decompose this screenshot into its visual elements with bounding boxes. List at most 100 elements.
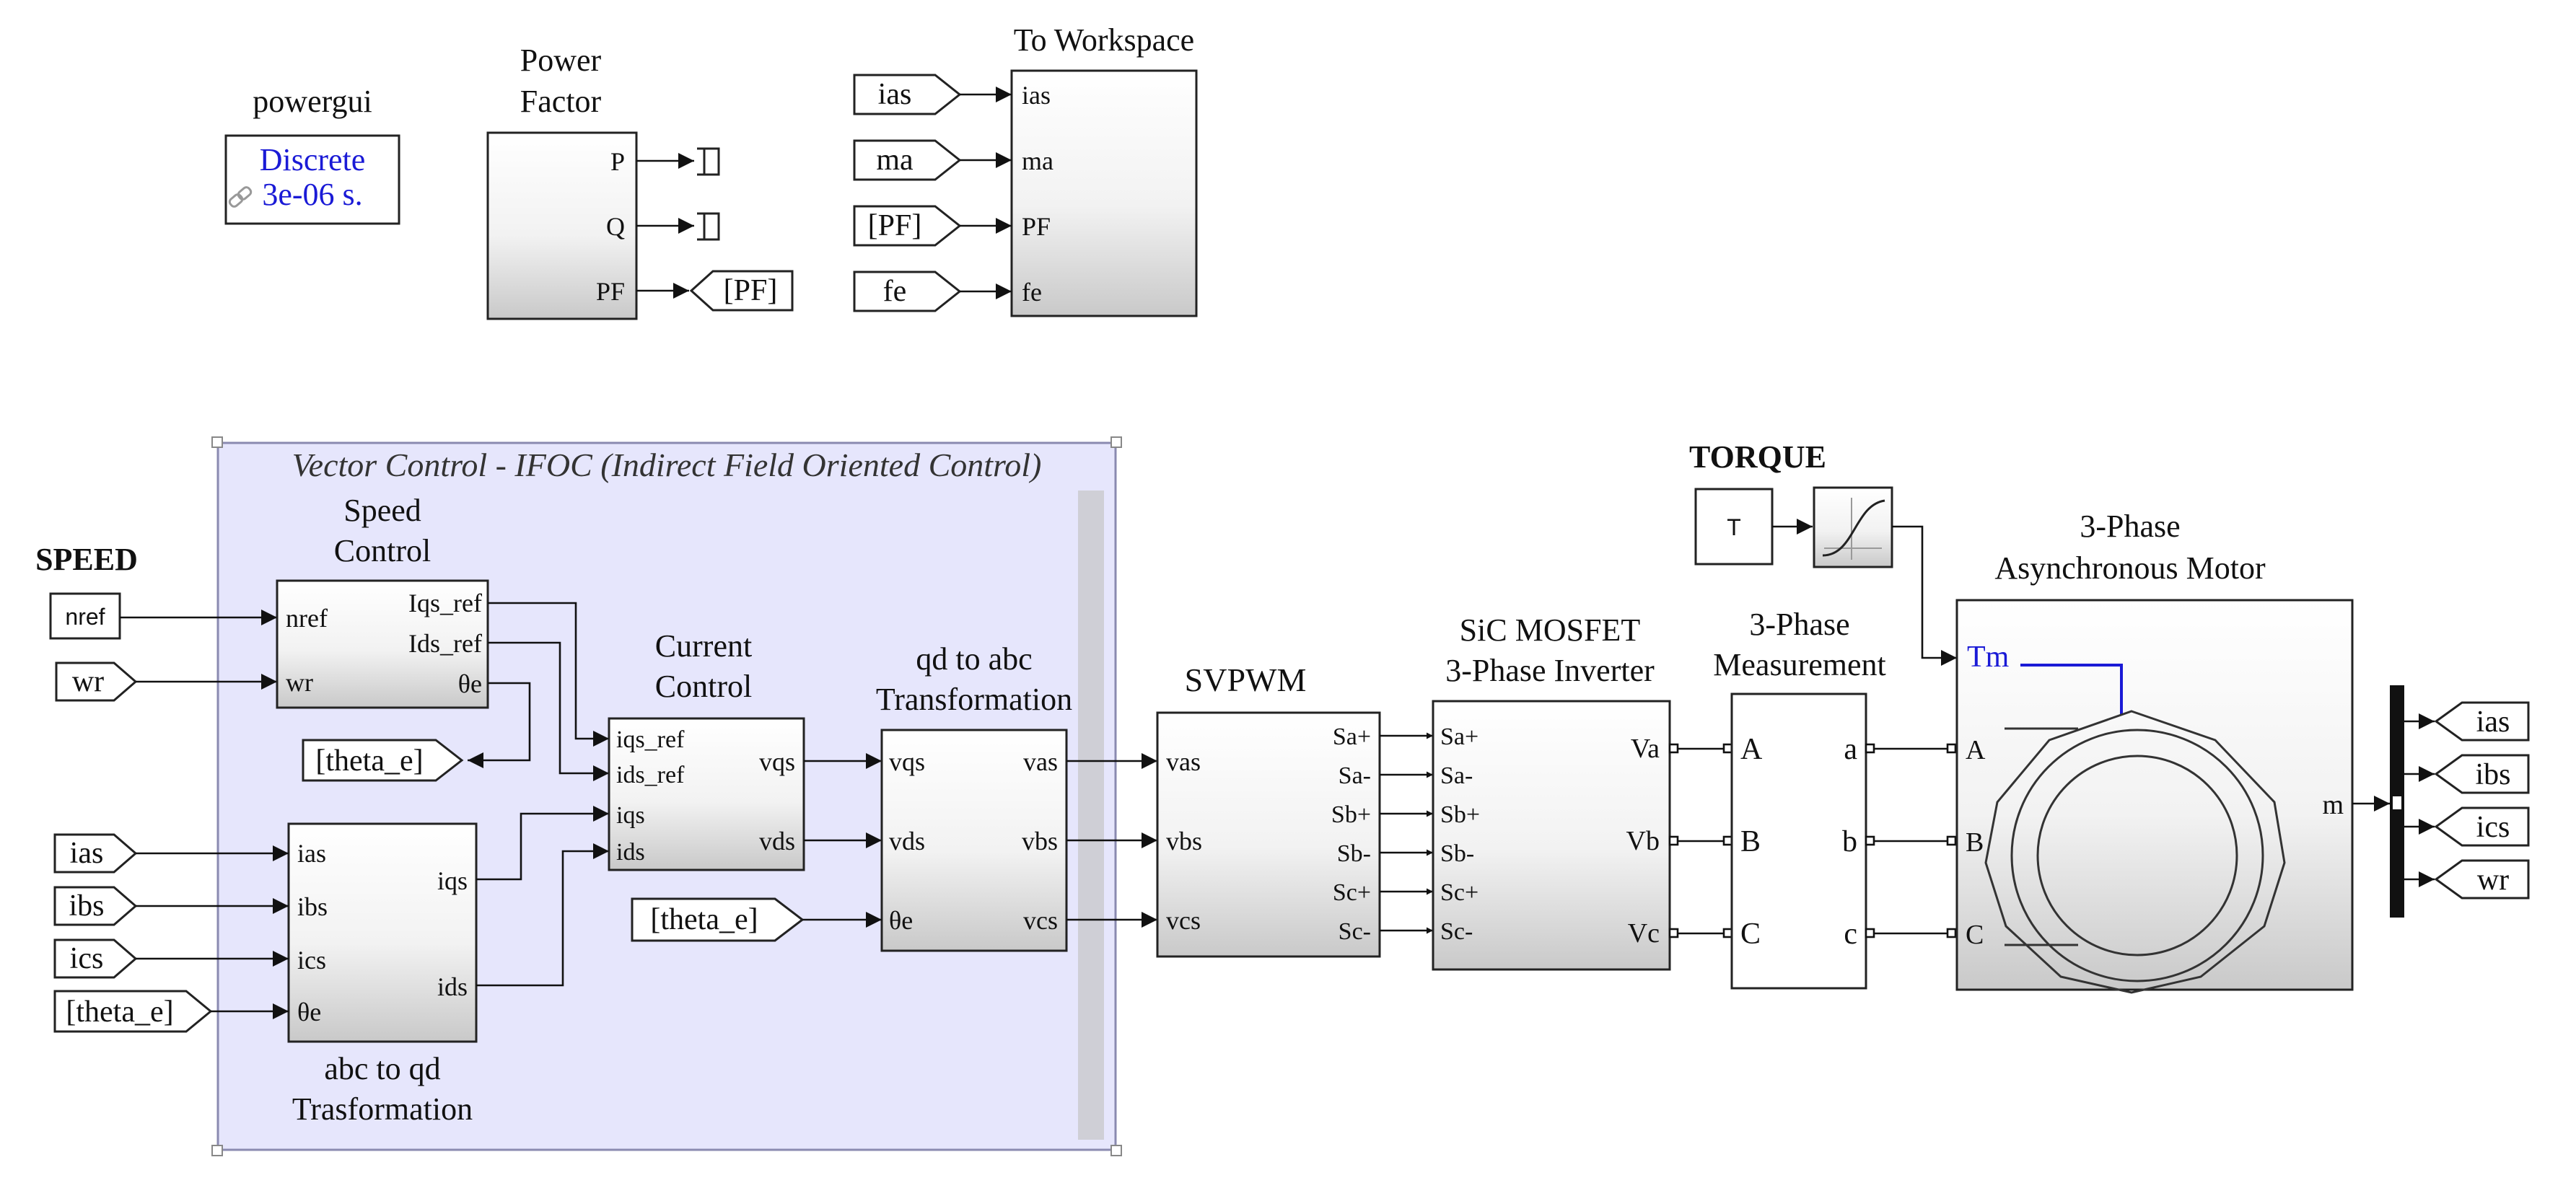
from-wr-speed[interactable]: wr [55,661,277,702]
power-factor-title-1: Power [520,43,602,78]
to-workspace-block[interactable]: To Workspace ias ma PF fe [1010,22,1198,317]
from-ias-tw-label: ias [878,78,912,111]
abcqd-in-theta: θe [297,998,321,1026]
bus-selector[interactable] [2390,685,2404,918]
terminator-p [636,147,720,176]
abcqd-in-ias: ias [297,839,326,868]
sc-in-wr: wr [286,668,313,697]
goto-ibs-label: ibs [2475,758,2510,791]
from-theta-qdabc-label: [theta_e] [650,903,758,936]
from-theta-abc[interactable]: [theta_e] [53,990,289,1033]
speed-control-block[interactable]: Speed Control nref wr Iqs_ref Ids_ref θe [276,493,489,709]
cc-in-ids-ref: ids_ref [616,762,685,788]
rate-limiter-block[interactable] [1813,486,1893,568]
abcqd-caption-1: abc to qd [324,1051,440,1086]
qdabc-out-vas: vas [1023,747,1058,776]
svpwm-in-vbs: vbs [1166,827,1202,856]
inv-in-sa-minus: Sa- [1440,762,1473,789]
pf-port-p: P [610,147,625,176]
from-ibs-abc-label: ibs [69,889,104,923]
goto-pf[interactable]: [PF] [636,270,794,312]
measurement-title-1: 3-Phase [1749,607,1849,642]
tw-port-ma: ma [1022,146,1053,175]
cc-in-ids: ids [616,839,645,866]
abc-to-qd-block[interactable]: ias ibs ics θe iqs ids abc to qd Trasfor… [287,822,478,1127]
current-control-block[interactable]: Current Control iqs_ref ids_ref iqs ids … [608,628,805,871]
motor-port-m: m [2322,790,2344,820]
from-ibs-abc[interactable]: ibs [53,886,289,926]
from-ics-abc[interactable]: ics [53,938,289,979]
svpwm-in-vas: vas [1166,747,1201,776]
qdabc-in-vds: vds [889,827,925,856]
from-fe-tw-label: fe [883,275,907,308]
motor-block[interactable]: 3-Phase Asynchronous Motor Tm A B C m [1955,509,2354,994]
from-fe-tw[interactable]: fe [853,271,1012,312]
qdabc-in-vqs: vqs [889,747,925,776]
from-ma-tw-label: ma [876,144,914,177]
speed-control-title-1: Speed [343,493,421,528]
powergui-mode: Discrete [260,142,366,177]
torque-constant[interactable]: T [1694,488,1774,566]
meas-in-a: A [1740,733,1763,766]
torque-constant-label: T [1727,514,1741,540]
from-theta-abc-label: [theta_e] [66,995,173,1029]
goto-wr[interactable]: wr [2404,859,2530,900]
tw-port-fe: fe [1022,278,1042,307]
goto-theta-e[interactable]: [theta_e] [302,739,464,782]
from-pf-tw[interactable]: [PF] [853,205,1012,247]
svpwm-out-sb-minus: Sb- [1337,840,1371,867]
inv-out-vc: Vc [1628,918,1660,949]
from-pf-tw-label: [PF] [868,209,922,242]
svpwm-out-sc-plus: Sc+ [1333,879,1371,906]
from-theta-qdabc[interactable]: [theta_e] [631,897,882,942]
power-factor-block[interactable]: Power Factor P Q PF [486,43,638,320]
ifoc-title: Vector Control - IFOC (Indirect Field Or… [292,447,1042,483]
measurement-title-2: Measurement [1713,647,1885,682]
powergui-block[interactable]: powergui Discrete 3e-06 s. [224,84,400,225]
goto-ias[interactable]: ias [2404,701,2530,742]
from-ias-tw[interactable]: ias [853,74,1012,115]
meas-out-c: c [1844,918,1857,951]
cc-out-vds: vds [759,827,795,856]
wire-theta-e [468,682,531,768]
svpwm-block[interactable]: SVPWM vas vbs vcs Sa+ Sa- Sb+ Sb- Sc+ Sc… [1156,661,1381,958]
goto-ics-label: ics [2476,811,2510,844]
speed-label: SPEED [35,542,138,577]
sc-out-iqs-ref: Iqs_ref [408,589,482,617]
abcqd-in-ics: ics [297,946,326,975]
cc-in-iqs: iqs [616,802,645,829]
goto-wr-label: wr [2477,863,2509,897]
goto-ics[interactable]: ics [2404,806,2530,847]
inv-in-sc-minus: Sc- [1440,918,1473,945]
sc-in-nref: nref [286,604,328,633]
qdabc-out-vcs: vcs [1023,906,1058,935]
speed-control-title-2: Control [334,533,431,568]
from-ma-tw[interactable]: ma [853,139,1012,181]
qd-to-abc-block[interactable]: qd to abc Transformation vqs vds θe vas … [876,641,1072,952]
qd-abc-title-2: Transformation [876,682,1072,717]
terminator-q [636,212,720,241]
power-connections-2 [1865,743,1957,938]
svpwm-out-sa-plus: Sa+ [1333,724,1371,750]
goto-ibs[interactable]: ibs [2404,754,2530,794]
abcqd-in-ibs: ibs [297,892,328,921]
inv-in-sc-plus: Sc+ [1440,879,1478,906]
measurement-block[interactable]: 3-Phase Measurement A B C a b c [1713,607,1886,990]
inverter-block[interactable]: SiC MOSFET 3-Phase Inverter Sa+ Sa- Sb+ … [1432,612,1671,971]
abcqd-out-iqs: iqs [437,866,468,895]
inv-out-va: Va [1631,734,1660,764]
wire-ids-ref [488,641,609,781]
goto-ias-label: ias [2476,705,2510,739]
cc-out-vqs: vqs [759,747,795,776]
svpwm-title: SVPWM [1185,661,1307,698]
gate-signal-wires [1380,732,1433,934]
from-ias-abc[interactable]: ias [53,833,289,874]
inv-in-sb-plus: Sb+ [1440,801,1480,828]
torque-label: TORQUE [1689,439,1826,475]
qdabc-in-theta: θe [889,906,913,935]
qdabc-out-vbs: vbs [1022,827,1058,856]
nref-constant[interactable]: nref [49,592,277,640]
inverter-title-1: SiC MOSFET [1460,612,1641,648]
to-workspace-title: To Workspace [1014,22,1194,58]
